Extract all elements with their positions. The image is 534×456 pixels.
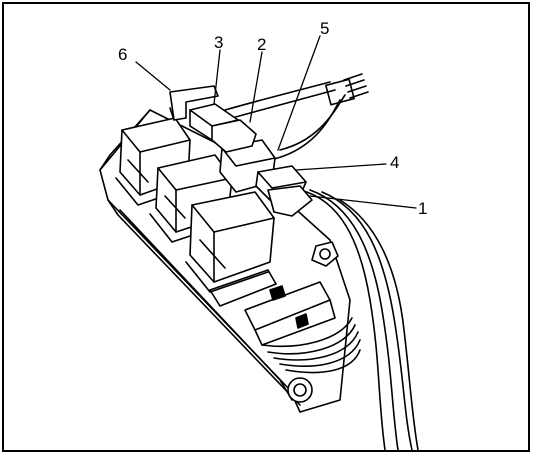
- leader-lines: [135, 35, 417, 209]
- harness-connector: [325, 73, 369, 106]
- callout-5: 5: [320, 19, 329, 38]
- terminal-1: [267, 185, 313, 217]
- relay-bottom: [185, 191, 275, 293]
- connector-6: [169, 85, 219, 121]
- mounting-bolt-right: [311, 241, 339, 267]
- callout-4: 4: [390, 153, 399, 172]
- lower-fuse-assembly: [209, 269, 361, 374]
- mounting-bolt-bottom: [287, 377, 313, 403]
- terminal-2: [211, 119, 257, 153]
- wiring-harness: [224, 81, 419, 451]
- callout-1: 1: [418, 199, 427, 218]
- callout-3: 3: [214, 33, 223, 52]
- callout-2: 2: [257, 35, 266, 54]
- callout-6: 6: [118, 45, 127, 64]
